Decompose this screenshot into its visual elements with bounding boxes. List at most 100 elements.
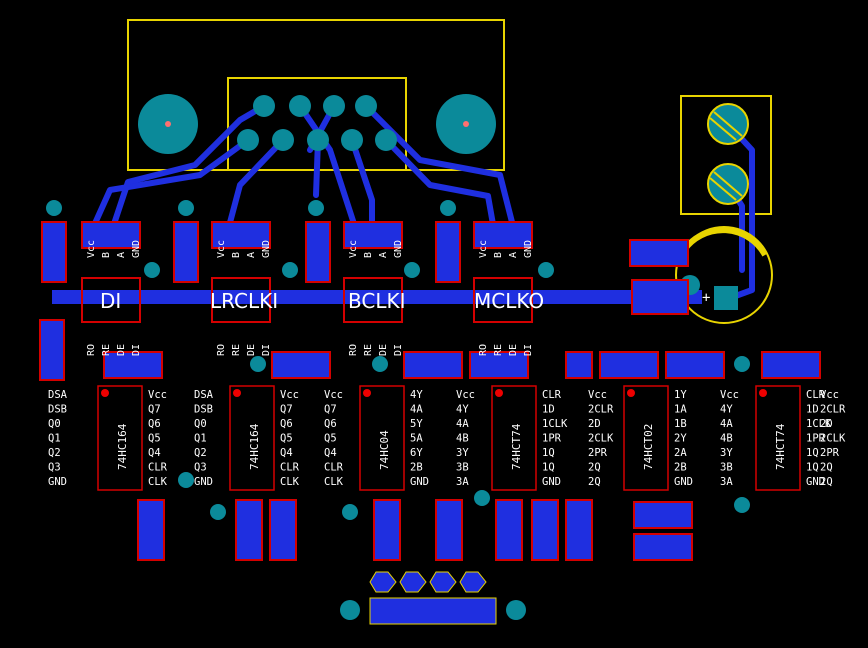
ic-right-pin-label: 1B <box>674 418 687 430</box>
ic-left-pin-label: 4Y <box>456 404 469 416</box>
ic-part-label: 74HC04 <box>378 430 391 470</box>
ic-right-pin-label: GND <box>674 476 693 488</box>
rs485-bottom-pin-label: RE <box>493 344 504 356</box>
ic-left-pin-label: 4B <box>456 433 469 445</box>
ic-left-pin-label: Q2 <box>48 447 61 459</box>
ic-right-pin-label: Vcc <box>148 389 167 401</box>
rs485-bottom-pin-label: DE <box>246 344 257 356</box>
ic-right-pin-label: GND <box>410 476 429 488</box>
ic-part-label: 74HC164 <box>116 423 129 470</box>
ic-right-pin-label: Vcc <box>280 389 299 401</box>
rs485-bottom-pin-label: RE <box>231 344 242 356</box>
ic-left-pin-label: GND <box>194 476 213 488</box>
ic-left-pin-label: DSB <box>48 404 67 416</box>
label-bclki: BCLKI <box>348 289 406 313</box>
ic-right-pin-label: 1PR <box>806 433 826 445</box>
rs485-bottom-pin-label: DE <box>378 344 389 356</box>
upper-pads <box>39 221 689 381</box>
label-di: DI <box>100 289 121 313</box>
ic-right-pin-label: 1CLK <box>542 418 568 430</box>
ic-right-pin-label: GND <box>806 476 825 488</box>
rs485-bottom-pin-label: DI <box>131 344 142 356</box>
connector-pads <box>237 95 397 151</box>
ic-right-pin-label: 1Q <box>542 447 555 459</box>
rs485-bottom-pin-label: RE <box>101 344 112 356</box>
ic-left-pin-label: Q0 <box>48 418 61 430</box>
ic-right-pin-label: 2A <box>674 447 687 459</box>
rs485-top-pin-label: B <box>231 252 242 258</box>
ic-right-pin-label: Q5 <box>280 433 293 445</box>
right-edge-pin-label: Vcc <box>820 389 839 401</box>
ic-right-pin-label: 1D <box>806 404 819 416</box>
rs485-bottom-pin-label: DI <box>523 344 534 356</box>
ic-right-pin-label: Q4 <box>280 447 293 459</box>
right-edge-pin-label: 2CLK <box>820 433 846 445</box>
ic-left-pin-label: 3Y <box>456 447 469 459</box>
ic-right-pin-label: 2B <box>674 462 687 474</box>
ic-left-pin-label: Vcc <box>456 389 475 401</box>
ic-right-pin-label: 1D <box>542 404 555 416</box>
right-edge-pin-label: 2CLR <box>820 404 846 416</box>
rs485-bottom-pin-label: RO <box>478 344 489 356</box>
ic-right-pin-label: Q6 <box>148 418 161 430</box>
rs485-top-pin-label: Vcc <box>216 240 227 258</box>
rs485-top-pin-label: Vcc <box>478 240 489 258</box>
ic-right-pin-label: 1Q <box>542 462 555 474</box>
rs485-top-pin-label: Vcc <box>348 240 359 258</box>
ic-right-pin-label: 5Y <box>410 418 423 430</box>
ic-right-pin-label: 4Y <box>410 389 423 401</box>
ic-right-pin-label: 5A <box>410 433 423 445</box>
ic-left-pin-label: 3A <box>456 476 469 488</box>
ic-right-pin-label: 1Y <box>674 389 687 401</box>
rs485-top-pin-label: GND <box>131 240 142 258</box>
ic-left-pin-label: 2Q <box>588 462 601 474</box>
middle-pads <box>103 351 821 379</box>
right-edge-pin-label: 2PR <box>820 447 840 459</box>
ic-left-pin-label: 3Y <box>720 447 733 459</box>
rs485-top-pin-label: GND <box>261 240 272 258</box>
rs485-top-pin-label: Vcc <box>86 240 97 258</box>
label-lrclki: LRCLKI <box>210 289 278 313</box>
ic-left-pin-label: 2CLR <box>588 404 614 416</box>
right-edge-pin-label: 2D <box>820 418 833 430</box>
ic-right-pin-label: 2B <box>410 462 423 474</box>
rs485-bottom-pin-label: RO <box>216 344 227 356</box>
ic-pin-labels: 74HC164DSADSBQ0Q1Q2Q3GNDVccQ7Q6Q5Q4CLRCL… <box>48 389 846 488</box>
ic-part-label: 74HCT74 <box>774 423 787 470</box>
ic-bodies <box>97 385 801 491</box>
ic-left-pin-label: DSA <box>48 389 68 401</box>
ic-right-pin-label: Q5 <box>148 433 161 445</box>
ic-left-pin-label: 2D <box>588 418 601 430</box>
rs485-top-pin-label: GND <box>523 240 534 258</box>
ic-left-pin-label: CLK <box>324 476 344 488</box>
ic-left-pin-label: 4A <box>720 418 733 430</box>
ic-left-pin-label: Vcc <box>588 389 607 401</box>
rs485-top-pin-label: A <box>246 252 257 258</box>
label-mclko: MCLKO <box>474 289 544 313</box>
rs485-bottom-pin-label: DI <box>393 344 404 356</box>
ic-left-pin-label: Q0 <box>194 418 207 430</box>
ic-left-pin-label: Q5 <box>324 433 337 445</box>
ic-left-pin-label: CLR <box>324 462 344 474</box>
ic-right-pin-label: 4A <box>410 404 423 416</box>
rs485-bottom-pin-label: RE <box>363 344 374 356</box>
ic-left-pin-label: 4B <box>720 433 733 445</box>
ic-part-label: 74HCT74 <box>510 423 523 470</box>
ic-right-pin-label: CLR <box>280 462 300 474</box>
vias <box>46 200 750 620</box>
ic-right-pin-label: CLR <box>542 389 562 401</box>
ic-right-pin-label: CLR <box>806 389 826 401</box>
ic-right-pin-label: 6Y <box>410 447 423 459</box>
rs485-top-pin-label: B <box>363 252 374 258</box>
rs485-modules: DI LRCLKI BCLKI MCLKO <box>81 277 544 323</box>
ic-left-pin-label: 3A <box>720 476 733 488</box>
ic-right-pin-label: 1A <box>674 404 687 416</box>
ic-left-pin-label: 2PR <box>588 447 608 459</box>
ic-right-pin-label: 1Q <box>806 462 819 474</box>
capacitor: + <box>675 226 773 324</box>
ic-left-pin-label: Vcc <box>720 389 739 401</box>
ic-left-pin-label: Q1 <box>48 433 61 445</box>
ic-left-pin-label: Q3 <box>48 462 61 474</box>
